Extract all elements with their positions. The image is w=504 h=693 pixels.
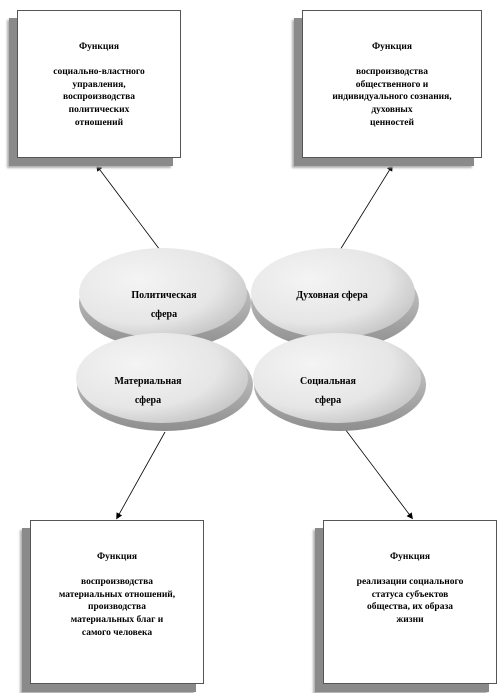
label-spiritual-sphere: Духовная сфера [296,290,368,301]
arrow-social-to-box [341,424,413,520]
label-social-sphere: Социальная сфера [300,376,356,406]
ellipse-material [76,333,248,423]
function-box-political: Функция социально-властного управления, … [17,10,181,158]
box-title: Функция [372,42,412,52]
box-text: социально-властного управления, воспроиз… [53,66,145,129]
box-text: реализации социального статуса субъектов… [356,576,464,626]
arrow-spiritual-to-box [339,164,393,251]
arrow-material-to-box [116,431,166,520]
box-text: воспроизводства материальных отношений, … [58,576,176,639]
arrow-political-to-box [96,164,161,251]
box-text: воспроизводства общественного и индивиду… [332,66,452,129]
function-box-spiritual: Функция воспроизводства общественного и … [302,10,482,158]
box-title: Функция [97,552,137,562]
box-title: Функция [390,552,430,562]
label-material-sphere: Материальная сфера [114,376,182,406]
function-box-social: Функция реализации социального статуса с… [323,520,497,684]
ellipse-political [79,248,247,338]
ellipse-social [253,333,421,423]
function-box-material: Функция воспроизводства материальных отн… [30,520,204,684]
label-political-sphere: Политическая сфера [131,290,197,320]
center-diamond [234,325,266,355]
box-title: Функция [79,42,119,52]
ellipse-spiritual [251,248,415,338]
